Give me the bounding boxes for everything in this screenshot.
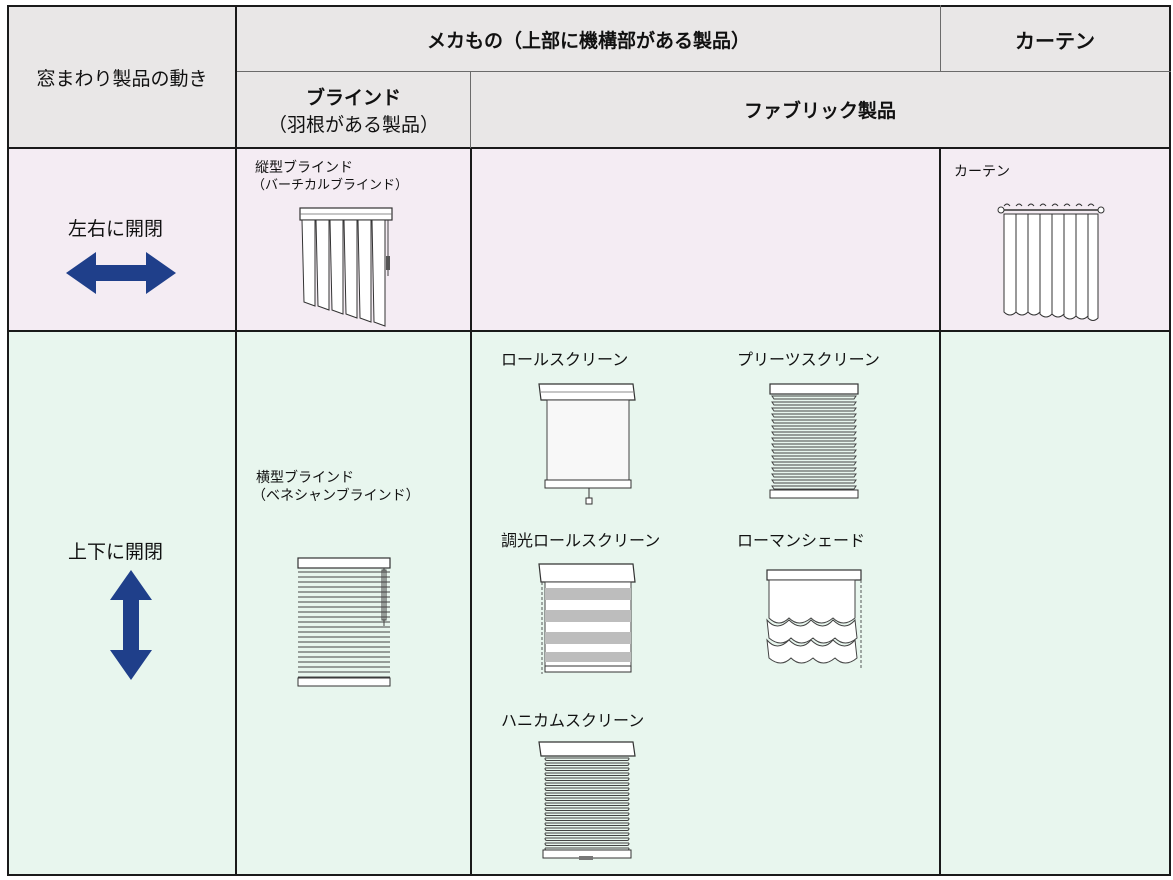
table-border-top [7,5,1171,7]
roman-shade-icon [766,569,862,668]
venetian-blind-label: 横型ブラインド [256,470,354,486]
column-divider-2 [470,148,472,876]
movement-label-horizontal: 左右に開閉 [68,218,164,240]
header-blind: ブラインド （羽根がある製品） [237,72,470,147]
vertical-blind-sublabel: （バーチカルブラインド） [252,178,409,193]
header-column-divider-2 [470,72,471,148]
column-divider-3 [939,148,941,876]
row-divider [7,330,1171,332]
header-curtain: カーテン [1015,28,1095,53]
roman-shade-label: ローマンシェード [737,531,866,550]
header-blind-title: ブラインド [305,86,401,109]
header-divider [7,147,1171,149]
up-down-arrow-icon [110,570,152,680]
row-horizontal-background [7,148,1171,331]
column-divider-1 [235,5,237,876]
header-movement: 窓まわり製品の動き [36,67,208,90]
venetian-blind-icon [297,557,391,687]
vertical-blind-label: 縦型ブラインド [255,160,353,176]
vertical-blind-icon [299,207,393,327]
roll-screen-label: ロールスクリーン [501,350,629,369]
roll-screen-icon [538,383,636,505]
curtain-label: カーテン [954,164,1010,180]
header-mechanical: メカもの（上部に機構部がある製品） [426,29,750,52]
movement-label-vertical: 上下に開閉 [68,541,164,563]
table-border-bottom [7,874,1171,876]
table-border-left [7,5,9,876]
left-right-arrow-icon [66,252,176,294]
pleated-screen-icon [769,383,859,499]
venetian-blind-sublabel: （ベネシャンブラインド） [252,488,420,504]
honeycomb-screen-icon [538,741,636,860]
pleated-screen-label: プリーツスクリーン [737,350,880,369]
header-column-divider-3 [940,5,941,72]
honeycomb-screen-label: ハニカムスクリーン [501,711,645,730]
table-border-right [1169,5,1171,876]
header-blind-subtitle: （羽根がある製品） [267,113,439,136]
header-sub-divider [236,71,1171,72]
header-fabric: ファブリック製品 [743,100,896,122]
dimming-roll-screen-icon [538,563,636,674]
dimming-roll-screen-label: 調光ロールスクリーン [501,531,661,550]
curtain-icon [997,203,1105,321]
header-background [7,5,1171,148]
